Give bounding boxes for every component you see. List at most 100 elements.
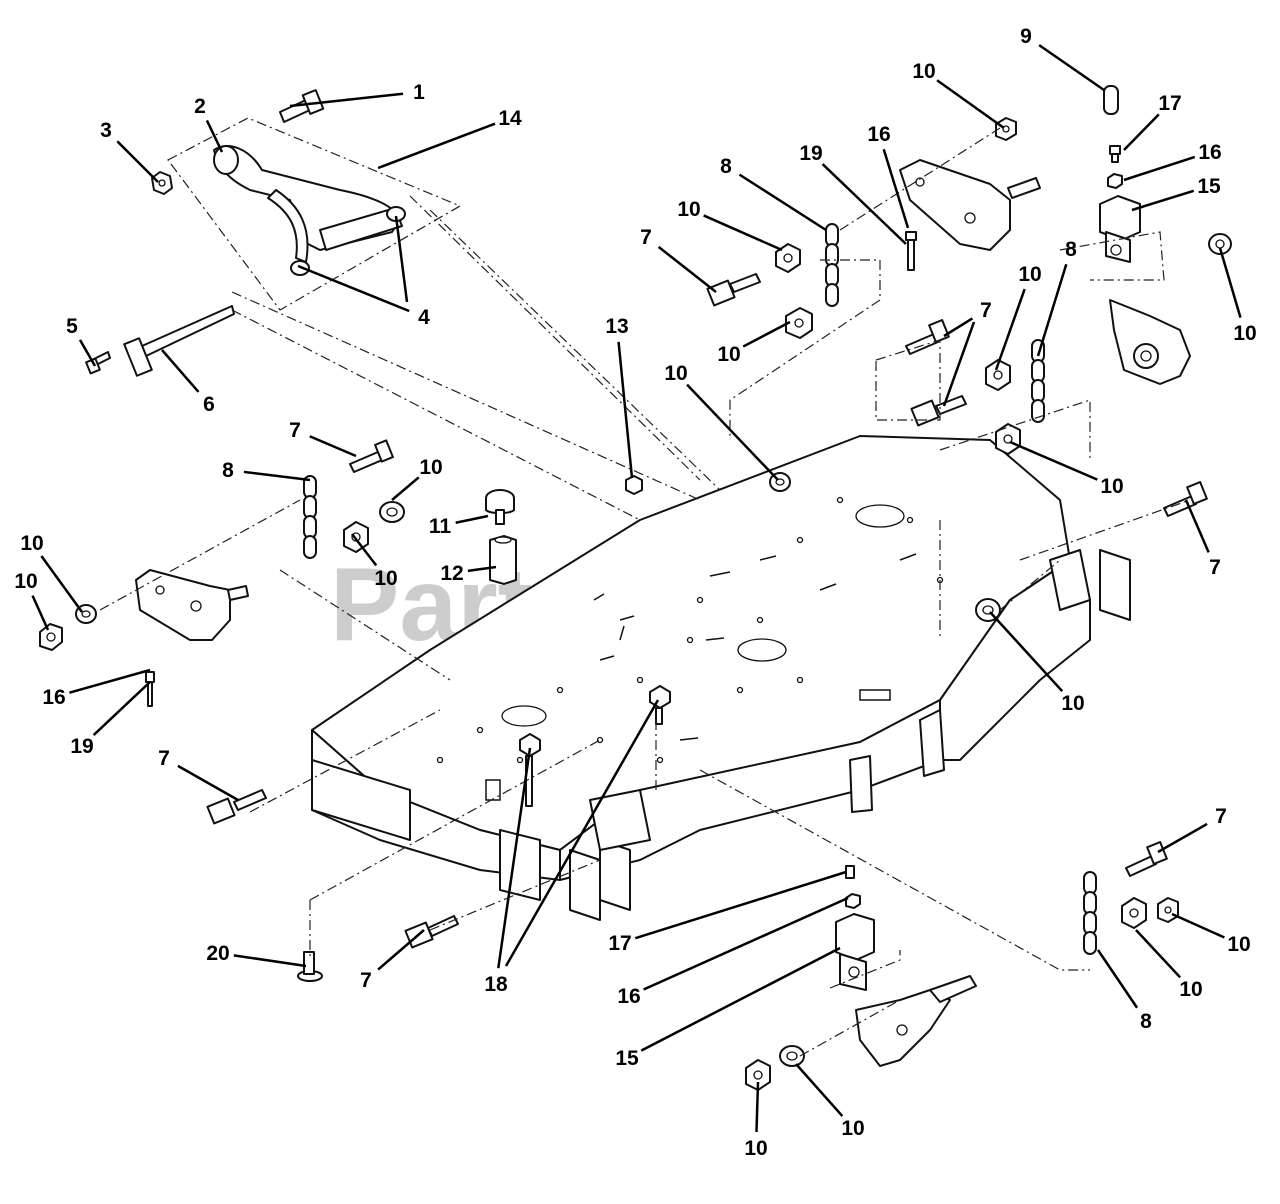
leader-c17b (634, 870, 847, 940)
callout-c10i: 10 (1018, 263, 1041, 286)
leader-c4 (297, 264, 410, 313)
nut-10-top-a (775, 243, 801, 273)
assembly-lines (99, 117, 1191, 1057)
leader-c16b (882, 148, 910, 229)
leader-c16a (69, 668, 151, 694)
callout-c8a: 8 (222, 459, 234, 482)
callout-c10g: 10 (664, 362, 687, 385)
callout-c7b: 7 (158, 747, 170, 770)
nut-10-left (343, 521, 369, 553)
washer-10-left (379, 501, 405, 523)
callout-c10n: 10 (841, 1117, 864, 1140)
block-15-top (1099, 195, 1141, 263)
callout-c14: 14 (498, 107, 522, 130)
chain-bottom (1083, 871, 1097, 955)
leader-c10i (994, 288, 1026, 371)
leader-c16c (1123, 155, 1196, 182)
leader-c10a (391, 476, 420, 501)
callout-c15b: 15 (615, 1047, 639, 1070)
leader-c18 (497, 747, 532, 969)
callout-c19b: 19 (799, 142, 822, 165)
callout-c7f: 7 (360, 969, 372, 992)
leader-c10c (40, 555, 84, 613)
knob-11 (485, 489, 515, 525)
leader-c20 (233, 954, 307, 968)
leader-c10d (31, 595, 50, 631)
leader-c19b (821, 163, 907, 245)
callout-c10j: 10 (1233, 322, 1256, 345)
leader-c15a (1131, 189, 1195, 212)
leader-c7d2 (942, 321, 976, 407)
leader-c10l (989, 611, 1064, 693)
leader-c8d (1096, 949, 1139, 1009)
callout-c10h: 10 (912, 60, 935, 83)
leader-c2 (205, 119, 224, 153)
leader-c7b (177, 764, 239, 802)
callout-c16c: 16 (1198, 141, 1221, 164)
leader-c7e (1184, 499, 1210, 553)
callout-c10l: 10 (1061, 692, 1084, 715)
mower-deck (311, 435, 1131, 921)
leader-c18b (504, 699, 660, 967)
bolt-18-b (649, 685, 671, 725)
bracket-bottom-right (855, 975, 977, 1067)
leader-c11 (455, 514, 489, 524)
rod-6 (123, 305, 235, 377)
leader-c7g (1157, 822, 1208, 854)
leader-c19a (92, 681, 151, 736)
callout-c13: 13 (605, 315, 628, 338)
leader-c7f (377, 929, 425, 971)
leader-c15b (640, 946, 841, 1052)
nut-16-top (1107, 173, 1123, 189)
leader-c13 (617, 341, 634, 479)
bolt-7-far-right (1163, 481, 1208, 517)
callout-c3: 3 (100, 119, 112, 142)
leader-c10k (1009, 440, 1098, 481)
callout-c10f: 10 (717, 343, 740, 366)
leader-c10m (755, 1081, 760, 1133)
leader-c8c (1036, 263, 1068, 357)
leader-c3 (116, 140, 159, 183)
bolt-7-right-b (910, 395, 967, 427)
leader-c1 (289, 92, 404, 108)
callout-c7g: 7 (1215, 805, 1227, 828)
leader-c10p (1135, 929, 1182, 979)
bolt-7-left-lower (206, 789, 267, 825)
bolt-7-right-a (905, 319, 950, 355)
arm-right (1109, 299, 1191, 385)
callout-c16d: 16 (617, 985, 640, 1008)
nut-10-far-left (39, 623, 63, 651)
leader-c10n (795, 1063, 844, 1117)
callout-c19a: 19 (70, 735, 93, 758)
washer-10-bottom (779, 1045, 805, 1067)
callout-c10k: 10 (1100, 475, 1123, 498)
leader-c9 (1038, 44, 1105, 92)
leader-c7a (309, 435, 357, 458)
bolt-17-bottom (845, 865, 855, 879)
callout-c12: 12 (440, 562, 463, 585)
leader-c17a (1123, 113, 1160, 151)
callout-c9: 9 (1020, 25, 1032, 48)
nut-10-right-mid (985, 359, 1011, 391)
callout-c8b: 8 (720, 155, 732, 178)
pin-19-left (145, 671, 155, 707)
nut-10-bottom (745, 1059, 771, 1091)
leader-c10e (703, 214, 783, 252)
leader-c10f (742, 320, 791, 348)
bolt-20 (297, 951, 323, 982)
lift-arm (213, 145, 406, 276)
callout-c20: 20 (206, 942, 229, 965)
leader-c10g (686, 383, 779, 481)
callout-c2: 2 (194, 95, 206, 118)
callout-c4: 4 (418, 306, 430, 329)
callout-c8d: 8 (1140, 1010, 1152, 1033)
callout-c10c: 10 (20, 532, 43, 555)
callout-c7a: 7 (289, 419, 301, 442)
leader-c6 (161, 349, 200, 393)
leader-c7d (943, 317, 974, 338)
callout-c10o: 10 (1227, 933, 1250, 956)
callout-c7d: 7 (980, 299, 992, 322)
leader-c14 (377, 122, 496, 170)
